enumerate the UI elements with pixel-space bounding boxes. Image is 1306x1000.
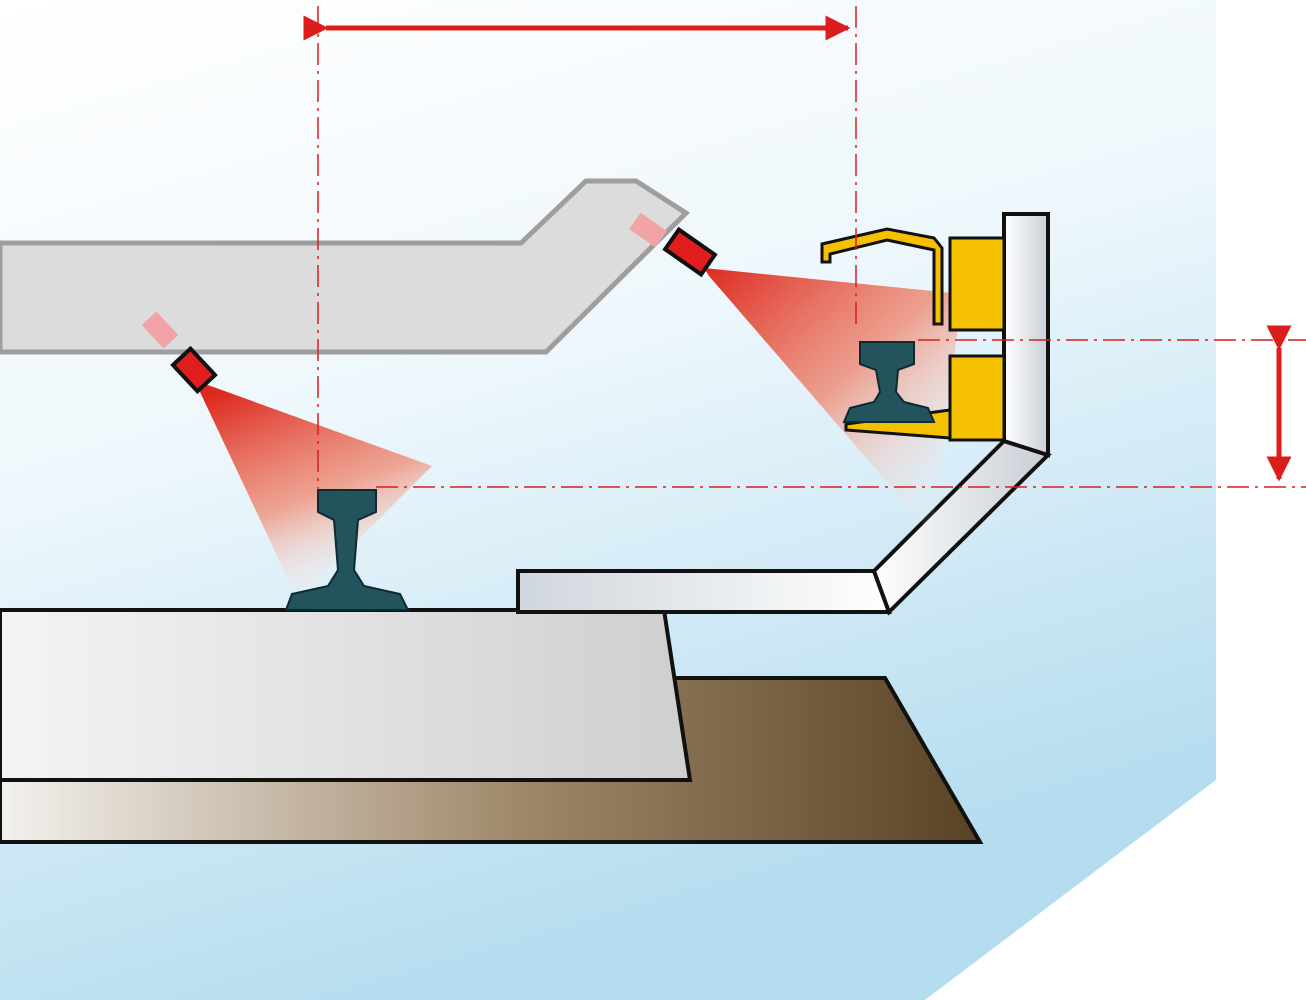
bracket-block-upper: [948, 236, 1006, 332]
laser-beam-right: [704, 268, 962, 534]
laser-sensor-right: [629, 212, 718, 278]
vertical-wall: [1002, 212, 1050, 458]
background-corner-cut: [925, 780, 1306, 1000]
laser-beam-left: [200, 384, 432, 600]
laser-sensor-left: [141, 311, 218, 395]
machine-frame: [0, 178, 690, 355]
sensor-lens-left: [141, 311, 179, 349]
rail-profile-clamped: [842, 341, 936, 423]
sensor-lens-right: [629, 212, 667, 248]
rail-profile-ground: [284, 489, 410, 611]
bracket-hook: [820, 227, 944, 326]
platform-plate: [516, 569, 892, 614]
dimension-reference-lines: [317, 6, 1306, 490]
laser-sensor-icon: [662, 226, 718, 278]
laser-sensor-icon: [170, 345, 218, 395]
background-wall: [0, 0, 1216, 1000]
concrete-slab: [0, 608, 693, 782]
bracket-block-lower: [948, 354, 1006, 442]
